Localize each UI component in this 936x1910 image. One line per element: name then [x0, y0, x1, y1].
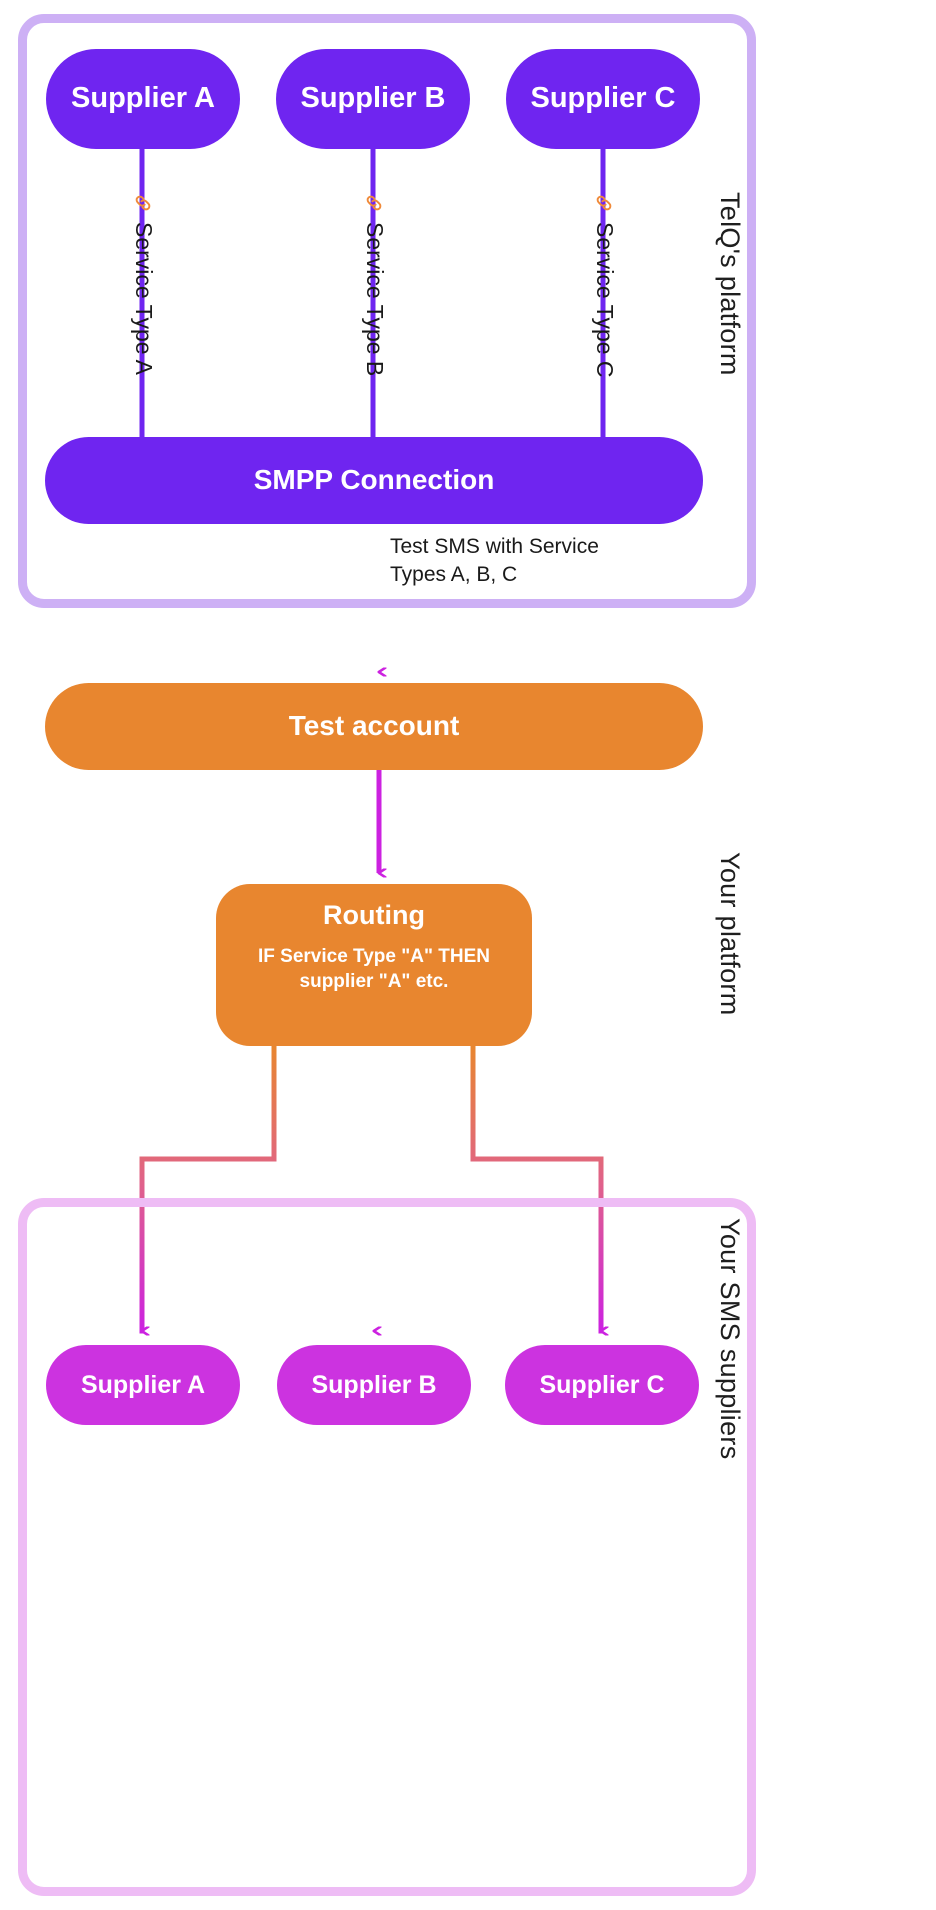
smpp-connection-label: SMPP Connection: [253, 464, 495, 496]
smpp-connection-node[interactable]: SMPP Connection: [45, 437, 703, 524]
service-type-b-label-group: Service Type B: [361, 192, 388, 376]
routing-rule: IF Service Type "A" THEN supplier "A" et…: [257, 946, 490, 992]
supplier-c-bottom-node[interactable]: Supplier C: [505, 1345, 699, 1425]
test-account-label: Test account: [288, 710, 460, 742]
test-account-node[interactable]: Test account: [45, 683, 703, 770]
link-icon: [594, 192, 616, 214]
supplier-a-bottom-node[interactable]: Supplier A: [46, 1345, 240, 1425]
link-icon: [133, 192, 155, 214]
service-type-a-label-group: Service Type A: [130, 192, 157, 375]
supplier-c-top-node[interactable]: Supplier C: [506, 49, 700, 149]
service-type-b-label: Service Type B: [362, 222, 388, 377]
supplier-b-bottom-label: Supplier B: [311, 1370, 437, 1399]
service-type-c-label: Service Type C: [592, 222, 618, 378]
supplier-c-bottom-label: Supplier C: [539, 1370, 665, 1399]
supplier-b-top-label: Supplier B: [300, 82, 446, 115]
telq-platform-panel: [18, 14, 756, 608]
supplier-a-top-node[interactable]: Supplier A: [46, 49, 240, 149]
supplier-b-top-node[interactable]: Supplier B: [276, 49, 470, 149]
service-type-c-label-group: Service Type C: [591, 192, 618, 378]
link-icon: [364, 192, 386, 214]
supplier-a-top-label: Supplier A: [71, 82, 215, 115]
routing-node[interactable]: Routing IF Service Type "A" THEN supplie…: [216, 884, 532, 1046]
telq-platform-side-label: TelQ's platform: [715, 192, 745, 376]
your-sms-suppliers-side-label: Your SMS suppliers: [715, 1218, 745, 1460]
supplier-a-bottom-label: Supplier A: [80, 1370, 206, 1399]
test-sms-caption: Test SMS with Service Types A, B, C: [390, 535, 599, 587]
supplier-c-top-label: Supplier C: [530, 82, 676, 115]
your-platform-side-label: Your platform: [715, 852, 745, 1016]
routing-title: Routing: [323, 900, 425, 930]
your-sms-suppliers-panel: [18, 1198, 756, 1896]
supplier-b-bottom-node[interactable]: Supplier B: [277, 1345, 471, 1425]
service-type-a-label: Service Type A: [131, 222, 157, 375]
